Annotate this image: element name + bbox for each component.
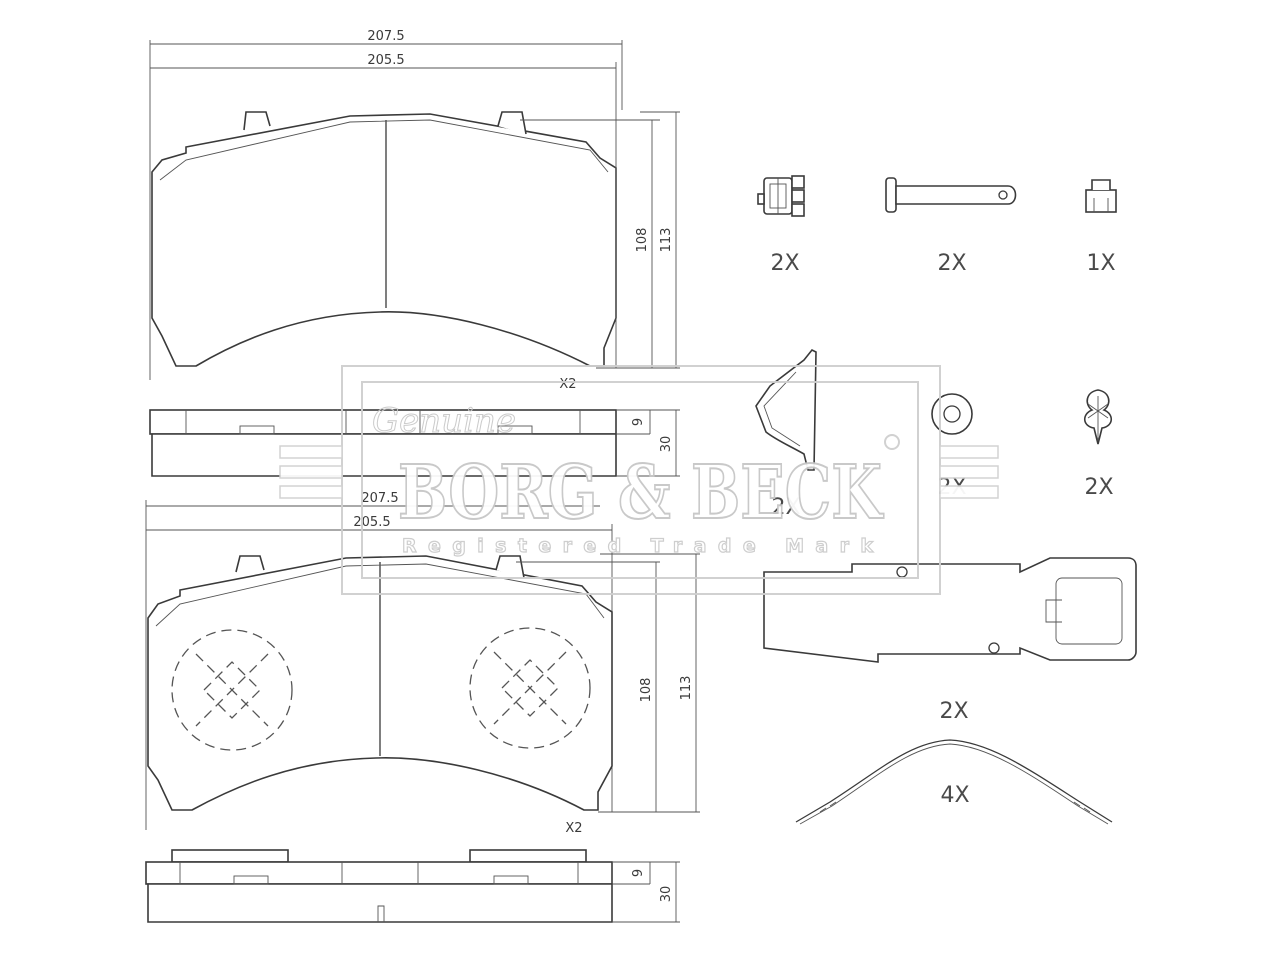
right-wear-indicator [469,627,591,749]
top-pad-side-view: 9 30 [149,409,680,477]
pin-icon [885,177,1017,213]
small-clip-quantity: 1X [1086,251,1115,276]
bracket-icon [755,348,817,471]
bottom-width-inner-label: 205.5 [353,515,390,530]
watermark-brand: BORG & BECK [398,450,884,536]
spring-clip-quantity: 2X [1084,475,1113,500]
top-pair-label: X2 [559,377,576,392]
spring-strip-icon [795,739,1113,825]
bottom-height-outer-label: 113 [679,676,694,701]
top-width-outer-label: 207.5 [367,29,404,44]
left-wear-indicator [171,629,293,751]
bottom-side-thick-label: 30 [659,886,674,903]
bottom-width-outer-label: 207.5 [361,491,398,506]
top-side-thick-label: 30 [659,436,674,453]
bottom-pad-side-view: 9 30 [145,849,680,923]
top-pad-front-view [151,111,617,367]
bracket-quantity: 2X [771,495,800,520]
bottom-side-thin-label: 9 [631,869,646,877]
retaining-plate-icon [763,557,1137,663]
brand-watermark: Genuine BORG & BECK Registered Trade Mar… [279,365,999,595]
retaining-plate-quantity: 2X [939,699,968,724]
sensor-clip-quantity: 2X [770,251,799,276]
spring-strip-quantity: 4X [940,783,969,808]
top-width-dimensions: 207.5 205.5 [149,29,623,380]
bottom-pair-label: X2 [565,821,582,836]
top-height-outer-label: 113 [659,228,674,253]
top-side-thin-label: 9 [631,418,646,426]
top-height-inner-label: 108 [635,228,650,253]
top-width-inner-label: 205.5 [367,53,404,68]
small-clip-icon [1085,179,1117,213]
spring-clip-icon [1083,389,1113,445]
watermark-tagline: Registered Trade Mark [402,535,882,557]
pin-quantity: 2X [937,251,966,276]
watermark-script: Genuine [372,401,516,441]
bottom-pad-front-view [147,555,613,811]
top-height-dimensions: 108 113 X2 [520,111,680,392]
washer-icon [931,393,973,435]
bottom-height-dimensions: 108 113 X2 [516,553,700,836]
bottom-height-inner-label: 108 [639,678,654,703]
sensor-clip-icon [757,175,805,217]
